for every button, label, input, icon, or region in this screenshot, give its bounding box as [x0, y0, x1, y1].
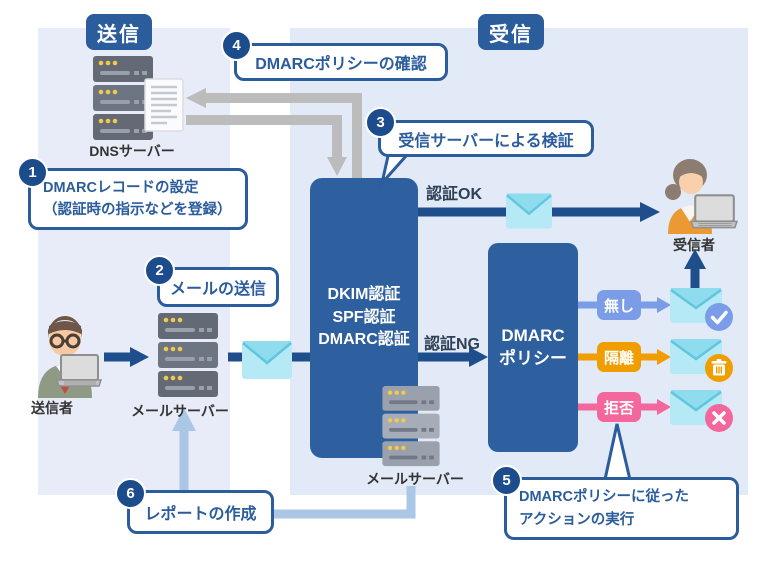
step2-number-badge: 2 — [144, 255, 175, 286]
step3-line1: 受信サーバーによる検証 — [398, 132, 574, 150]
auth-box-line-spf: SPF認証 — [332, 308, 396, 326]
step4-number-badge: 4 — [221, 30, 252, 61]
auth-box-line-dkim: DKIM認証 — [327, 286, 401, 304]
step1-number-badge: 1 — [17, 157, 48, 188]
outcome-none-badge: 無し — [597, 290, 641, 320]
step5-number-badge: 5 — [491, 465, 522, 496]
step1-callout: DMARCレコードの設定 （認証時の指示などを登録） — [28, 168, 248, 230]
auth-ok-label: 認証OK — [426, 186, 483, 203]
recipient-label: 受信者 — [673, 237, 715, 253]
policy-box-line1: DMARC — [501, 325, 565, 345]
step2-callout: メールの送信 — [157, 267, 279, 307]
step4-callout: DMARCポリシーの確認 — [234, 43, 448, 81]
dns-server-icon — [90, 56, 156, 147]
policy-box-line2: ポリシー — [499, 348, 567, 368]
check-icon — [705, 303, 733, 331]
step5-callout: DMARCポリシーに従った アクションの実行 — [504, 477, 739, 540]
trash-icon — [705, 354, 733, 382]
dmarc-record-document-icon — [144, 78, 184, 137]
step5-line1: DMARCポリシーに従った — [519, 489, 689, 506]
step6-line1: レポートの作成 — [144, 506, 257, 523]
sender-label: 送信者 — [31, 400, 73, 416]
cross-icon — [705, 404, 733, 432]
dns-server-label: DNSサーバー — [89, 143, 175, 159]
outcome-quarantine-badge: 隔離 — [597, 342, 641, 372]
outgoing-envelope-icon — [242, 341, 292, 384]
step4-line1: DMARCポリシーの確認 — [255, 56, 427, 73]
receiver-mail-server-icon — [376, 386, 446, 473]
step5-line2: アクションの実行 — [519, 511, 635, 528]
step3-callout: 受信サーバーによる検証 — [378, 120, 594, 157]
step2-line1: メールの送信 — [169, 281, 266, 298]
sender-laptop-icon — [55, 354, 103, 393]
step1-line1: DMARCレコードの設定 — [43, 179, 199, 196]
callout5-tail — [602, 423, 633, 486]
recipient-laptop-icon — [689, 194, 739, 235]
auth-check-box: DKIM認証 SPF認証 DMARC認証 — [310, 178, 418, 458]
sender-mail-server-label: メールサーバー — [131, 403, 229, 419]
step3-number-badge: 3 — [365, 107, 396, 138]
sender-mail-server-icon — [148, 313, 228, 404]
send-header-badge: 送信 — [86, 14, 152, 50]
auth-ng-label: 認証NG — [424, 336, 481, 353]
step1-line2: （認証時の指示などを登録） — [43, 202, 232, 218]
step6-callout: レポートの作成 — [127, 490, 274, 534]
receive-header-badge: 受信 — [478, 14, 544, 50]
step6-number-badge: 6 — [115, 478, 146, 509]
ok-envelope-icon — [506, 193, 552, 234]
dmarc-policy-box: DMARC ポリシー — [488, 243, 578, 452]
receiver-mail-server-label: メールサーバー — [366, 471, 464, 487]
auth-box-line-dmarc: DMARC認証 — [318, 331, 410, 349]
